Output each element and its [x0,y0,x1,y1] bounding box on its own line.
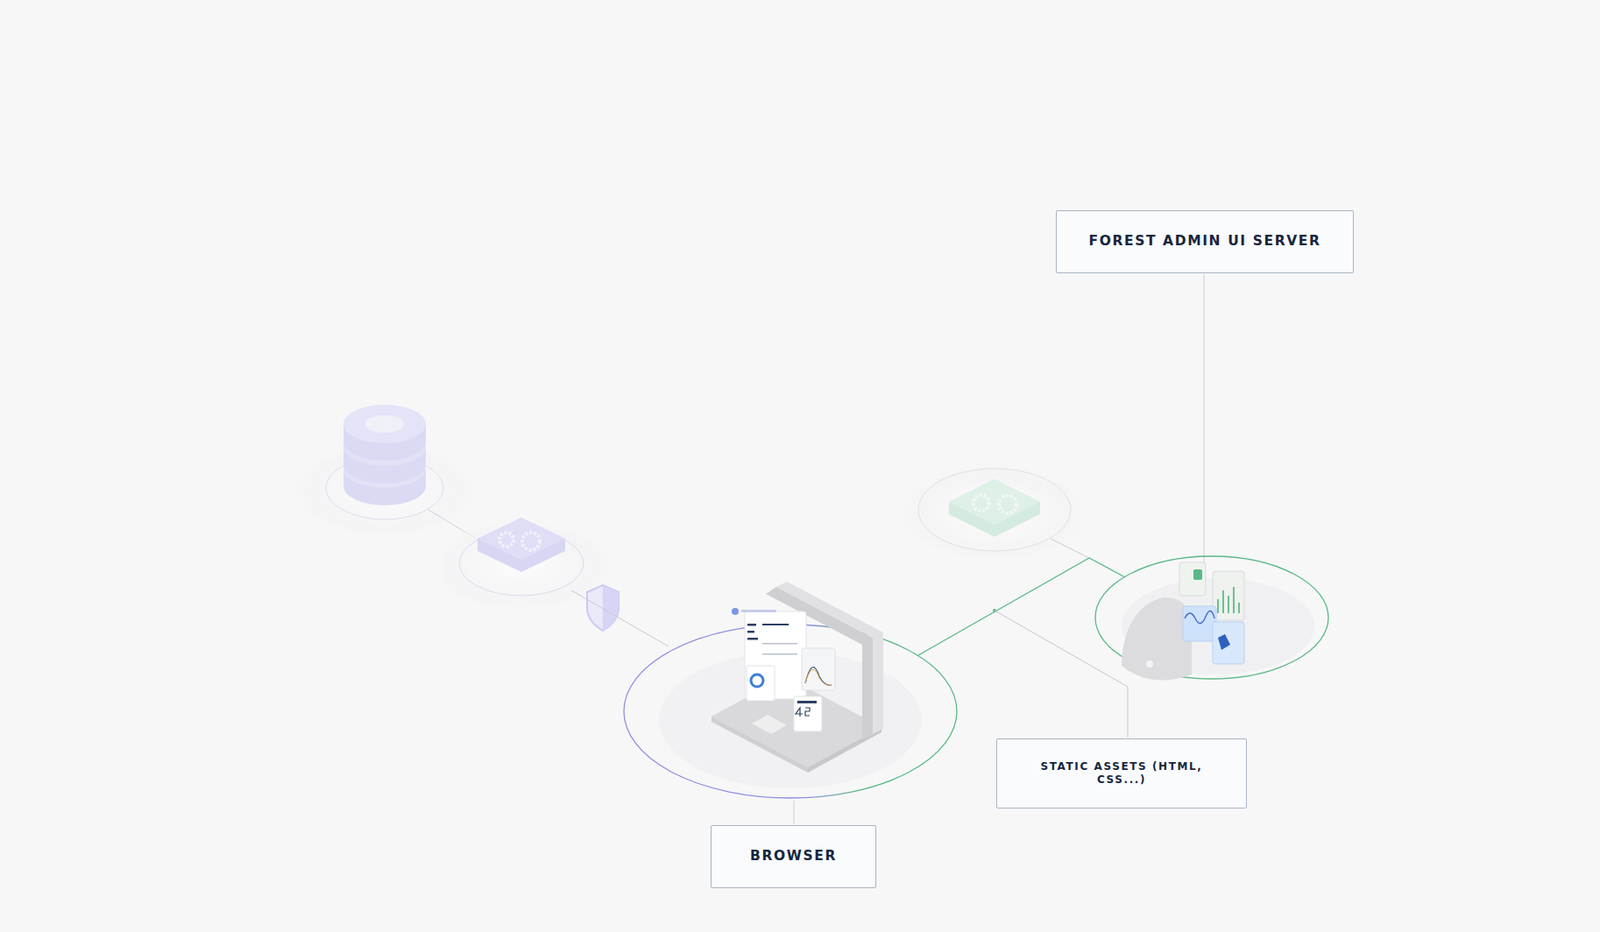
server-label-box: FOREST ADMIN UI SERVER [1055,210,1354,274]
browser-label-box: BROWSER [710,825,877,889]
connection-line [918,558,1126,656]
leader-line [994,610,1128,738]
browser-laptop [623,581,957,799]
database-icon [286,404,483,542]
box-label: BROWSER [750,848,837,865]
forest-server-illustration [1095,556,1329,681]
box-label: FOREST ADMIN UI SERVER [1089,233,1322,250]
leader-line [571,590,669,647]
box-label: STATIC ASSETS (HTML, CSS...) [1038,760,1205,787]
server-gear-tile [892,460,1097,567]
leader-line [793,800,795,825]
assets-label-box: STATIC ASSETS (HTML, CSS...) [996,738,1247,809]
leader-line [1050,538,1090,559]
shield-icon [587,585,619,631]
leader-line [1203,274,1205,570]
